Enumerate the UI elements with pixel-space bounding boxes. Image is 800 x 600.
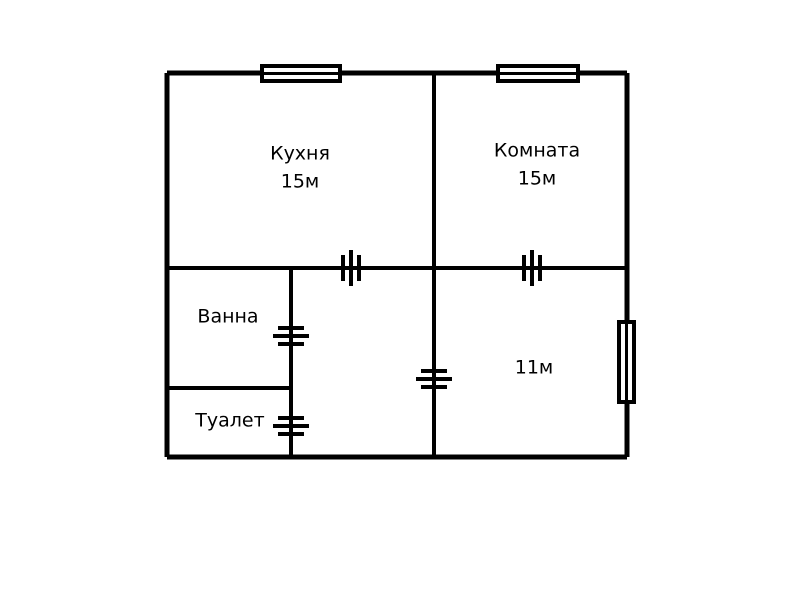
room-labels-group: Кухня 15м Комната 15м Ванна Туалет 11м [194,140,580,432]
door-kitchen [341,250,361,286]
outer-walls-group [164,70,630,460]
doors-group [273,250,542,436]
room-label-living-room: Комната 15м [494,140,580,190]
room-label-kitchen: Кухня 15м [270,143,330,193]
living-room-name: Комната [494,140,580,162]
window-kitchen [260,64,342,83]
toilet-name: Туалет [194,410,264,432]
inner-walls-group [167,73,627,457]
room-label-toilet: Туалет [194,410,264,432]
bathroom-name: Ванна [197,306,258,328]
window-living-room [496,64,580,83]
windows-group [260,64,636,404]
door-bathroom [273,326,309,346]
door-room-11 [416,369,452,389]
room-label-bathroom: Ванна [197,306,258,328]
living-room-area: 15м [518,168,557,190]
door-toilet [273,416,309,436]
kitchen-area: 15м [281,171,320,193]
window-room-11 [617,320,636,404]
door-living-room [522,250,542,286]
room-label-room-11: 11м [515,357,554,379]
kitchen-name: Кухня [270,143,330,165]
room-11-area: 11м [515,357,554,379]
